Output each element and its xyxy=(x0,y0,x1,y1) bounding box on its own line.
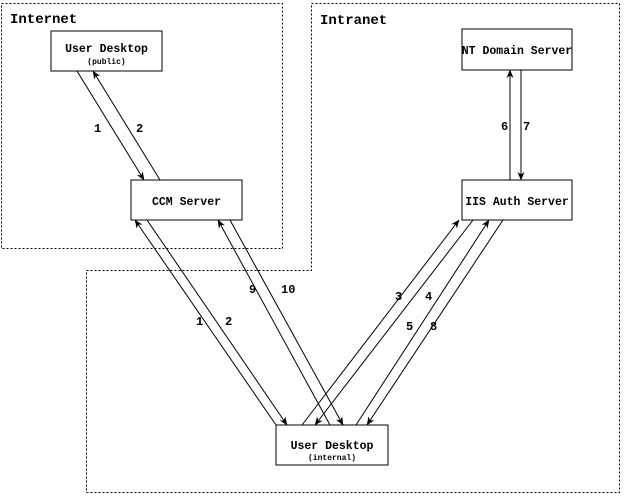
node-user-desktop-public: User Desktop (public) xyxy=(50,30,163,72)
edge-step2-ccm-to-internal xyxy=(146,219,288,426)
node-user-desktop-internal: User Desktop (internal) xyxy=(275,424,389,466)
iis-auth-server-title: IIS Auth Server xyxy=(465,196,569,209)
edge-step1-internal-to-ccm xyxy=(134,219,277,426)
ccm-server-box xyxy=(130,179,243,221)
step-label-2-public: 2 xyxy=(136,122,143,136)
intranet-zone-label: Intranet xyxy=(320,13,387,29)
step-label-2-internal: 2 xyxy=(225,315,232,329)
step-label-10: 10 xyxy=(281,283,295,297)
step-label-7: 7 xyxy=(523,120,530,134)
edge-step3-internal-to-iis xyxy=(301,219,460,426)
step-label-1-internal: 1 xyxy=(196,315,203,329)
user-desktop-public-title: User Desktop xyxy=(65,43,148,56)
edge-step1-public-to-ccm xyxy=(76,70,145,181)
user-desktop-public-box xyxy=(50,30,163,72)
step-label-4: 4 xyxy=(425,290,432,304)
user-desktop-internal-box xyxy=(275,424,389,466)
user-desktop-internal-title: User Desktop xyxy=(291,440,374,453)
internet-zone-border xyxy=(1,3,283,249)
node-ccm-server: CCM Server xyxy=(130,179,243,221)
ccm-server-title: CCM Server xyxy=(152,196,221,209)
step-label-6: 6 xyxy=(501,120,508,134)
edge-step10-ccm-to-internal xyxy=(229,219,344,426)
edge-step5-internal-to-iis xyxy=(355,219,490,426)
intranet-zone-border xyxy=(86,3,620,493)
edge-step2-ccm-to-public xyxy=(92,70,161,181)
internet-zone-label: Internet xyxy=(10,12,77,28)
user-desktop-internal-subtitle: (internal) xyxy=(308,454,356,463)
edge-step8-iis-to-internal xyxy=(366,219,504,426)
edge-step4-iis-to-internal xyxy=(314,219,474,426)
nt-domain-server-box xyxy=(461,28,573,71)
step-label-8: 8 xyxy=(430,320,437,334)
user-desktop-public-subtitle: (public) xyxy=(87,58,125,67)
node-iis-auth-server: IIS Auth Server xyxy=(461,179,573,221)
iis-auth-server-box xyxy=(461,179,573,221)
nt-domain-server-title: NT Domain Server xyxy=(462,45,573,58)
step-label-3: 3 xyxy=(395,290,402,304)
edge-step9-internal-to-ccm xyxy=(217,219,331,426)
node-nt-domain-server: NT Domain Server xyxy=(461,28,573,71)
step-label-9: 9 xyxy=(249,283,256,297)
step-label-1-public: 1 xyxy=(94,122,101,136)
step-label-5: 5 xyxy=(406,320,413,334)
